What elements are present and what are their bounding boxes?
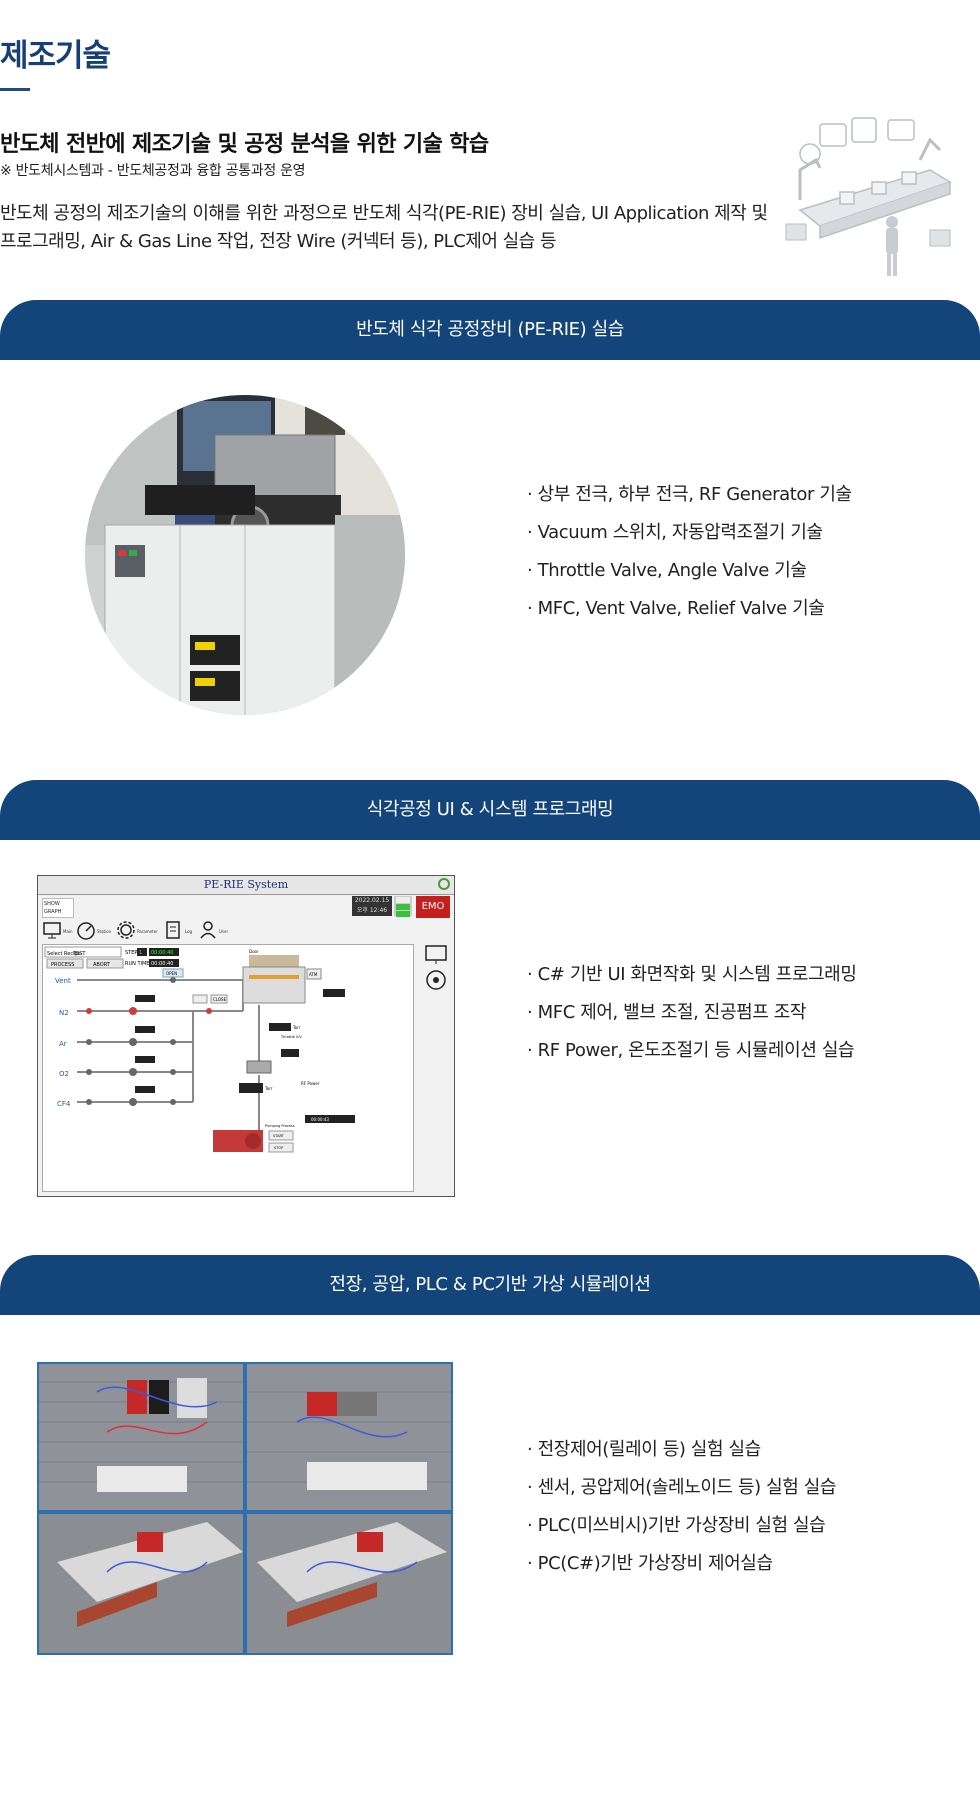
rf-time: 00:00:43 (311, 1117, 329, 1122)
abort-button: ABORT (93, 962, 111, 968)
icon-label: User (219, 929, 229, 934)
section-header-pe-rie: 반도체 식각 공정장비 (PE-RIE) 실습 (0, 300, 980, 360)
headline: 반도체 전반에 제조기술 및 공정 분석을 위한 기술 학습 (0, 132, 489, 157)
pumping-label: Pumping Process (265, 1124, 295, 1128)
recipe-value: TEST (72, 951, 86, 957)
list-item: · MFC 제어, 밸브 조절, 진공펌프 조작 (527, 1002, 807, 1023)
clock-time: 오후 12:46 (356, 907, 388, 914)
open-label: OPEN (166, 971, 177, 976)
step-label: STEP (125, 950, 137, 956)
rf-power-label: RF Power (301, 1081, 320, 1086)
section-title: 반도체 식각 공정장비 (PE-RIE) 실습 (356, 319, 624, 340)
pe-rie-ui-screenshot: PE-RIE System SHOW GRAPH 2022.02.15 오후 1… (37, 875, 455, 1197)
sim-pane-top-left (39, 1364, 243, 1510)
list-item: · 상부 전극, 하부 전극, RF Generator 기술 (527, 484, 852, 505)
icon-label: Log (185, 929, 193, 934)
gear-icon (117, 921, 135, 939)
pe-rie-equipment-photo (85, 395, 405, 715)
factory-illustration (785, 117, 952, 276)
icon-label: Station (97, 929, 112, 934)
section-header-ui-programming: 식각공정 UI & 시스템 프로그래밍 (0, 780, 980, 840)
ui-icon-toolbar: Main Station Parameter Log User (42, 920, 242, 942)
simulation-bullet-list: · 전장제어(릴레이 등) 실험 실습 · 센서, 공압제어(솔레노이드 등) … (527, 1431, 836, 1583)
power-icon (438, 878, 450, 890)
atm-label: ATM (309, 972, 318, 977)
process-button: PROCESS (51, 962, 74, 968)
runtime-value: 00:00:40 (151, 961, 173, 967)
ui-process-panel: Select Recipe TEST PROCESS ABORT STEP 1 … (42, 944, 414, 1192)
sim-pane-bottom-right (247, 1514, 451, 1653)
gas-line-label: N2 (59, 1009, 69, 1017)
runtime-label: RUN TIME (125, 961, 149, 967)
sim-pane-bottom-left (39, 1514, 243, 1653)
title-underline (0, 88, 30, 91)
ui-window-title: PE-RIE System (38, 876, 454, 895)
sim-pane-top-right (247, 1364, 451, 1510)
section-header-simulation: 전장, 공압, PLC & PC기반 가상 시뮬레이션 (0, 1255, 980, 1315)
list-item: · C# 기반 UI 화면작화 및 시스템 프로그래밍 (527, 964, 857, 985)
throttle-label: Throttle V/V (280, 1035, 302, 1039)
list-item: · MFC, Vent Valve, Relief Valve 기술 (527, 598, 825, 619)
emo-button: EMO (416, 896, 450, 918)
step-value: 1 (139, 950, 142, 956)
section-title: 전장, 공압, PLC & PC기반 가상 시뮬레이션 (329, 1274, 651, 1295)
gas-line-label: Ar (59, 1040, 67, 1048)
close-label: CLOSE (213, 997, 227, 1002)
gas-line-label: Vent (55, 977, 71, 985)
gauge-icon (77, 922, 95, 940)
step-time: 00:00:40 (151, 950, 173, 956)
list-item: · 센서, 공압제어(솔레노이드 등) 실험 실습 (527, 1477, 837, 1498)
list-item: · RF Power, 온도조절기 등 시뮬레이션 실습 (527, 1040, 855, 1061)
icon-label: Parameter (137, 929, 158, 934)
recipe-label: Select Recipe (47, 951, 81, 957)
log-icon (166, 921, 180, 939)
gas-line-label: O2 (59, 1070, 69, 1078)
torr-label: Torr (292, 1025, 301, 1030)
show-graph-button: SHOW GRAPH (42, 898, 74, 918)
user-icon (200, 921, 216, 939)
ui-title: PE-RIE System (203, 878, 289, 891)
list-item: · Throttle Valve, Angle Valve 기술 (527, 560, 807, 581)
virtual-simulation-screenshot (37, 1362, 453, 1655)
list-item: · Vacuum 스위치, 자동압력조절기 기술 (527, 522, 823, 543)
door-label: Door (249, 949, 259, 954)
pe-rie-bullet-list: · 상부 전극, 하부 전극, RF Generator 기술 · Vacuum… (527, 476, 852, 628)
status-lamp (394, 896, 412, 917)
monitor-icon (43, 922, 61, 939)
gas-line-label: CF4 (57, 1100, 71, 1108)
intro-text: 반도체 공정의 제조기술의 이해를 위한 과정으로 반도체 식각(PE-RIE)… (0, 203, 768, 252)
section-title: 식각공정 UI & 시스템 프로그래밍 (366, 799, 614, 820)
sub-note: ※ 반도체시스템과 - 반도체공정과 융합 공통과정 운영 (0, 163, 306, 179)
list-item: · PC(C#)기반 가상장비 제어실습 (527, 1553, 773, 1574)
page-title: 제조기술 (0, 38, 111, 74)
ui-programming-bullet-list: · C# 기반 UI 화면작화 및 시스템 프로그래밍 · MFC 제어, 밸브… (527, 956, 857, 1070)
list-item: · PLC(미쓰비시)기반 가상장비 실험 실습 (527, 1515, 826, 1536)
pump-stop: STOP (274, 1146, 283, 1150)
clock-display: 2022.02.15 오후 12:46 (352, 896, 392, 916)
list-item: · 전장제어(릴레이 등) 실험 실습 (527, 1439, 761, 1460)
torr-label-2: Torr (264, 1086, 273, 1091)
clock-date: 2022.02.15 (354, 897, 390, 904)
icon-label: Main (63, 929, 73, 934)
ui-side-tools (425, 945, 447, 990)
pump-start: START (273, 1134, 285, 1138)
